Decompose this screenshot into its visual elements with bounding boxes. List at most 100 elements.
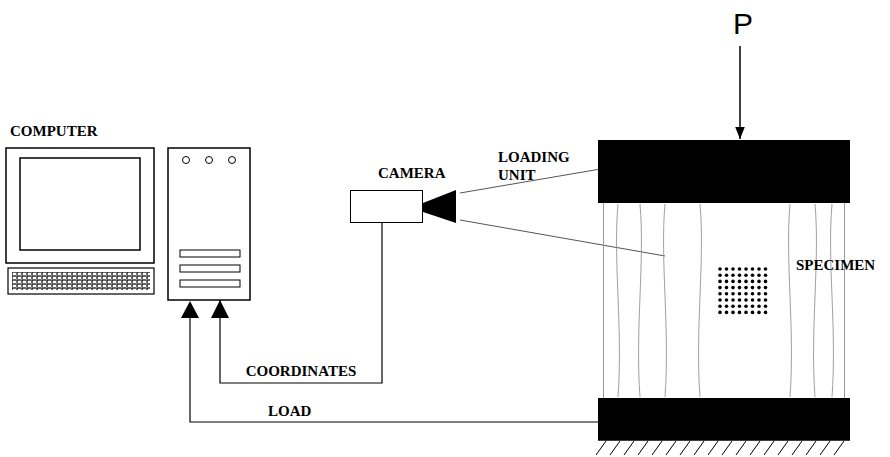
load-arrow [739, 46, 741, 139]
hatch-line [764, 441, 774, 455]
target-dot [718, 304, 722, 308]
target-dot [731, 273, 735, 277]
target-dot [744, 280, 748, 284]
signal-wire [220, 223, 382, 383]
hatch-line [736, 441, 746, 455]
hatch-line [820, 441, 830, 455]
wire-label: LOAD [266, 402, 313, 420]
target-dot [731, 286, 735, 290]
target-dot [738, 292, 742, 296]
grain-line [617, 204, 620, 397]
target-dot [738, 298, 742, 302]
target-dot [764, 304, 768, 308]
target-dot [757, 286, 761, 290]
target-dot [751, 273, 755, 277]
target-dot [725, 267, 729, 271]
target-dot [751, 280, 755, 284]
grain-line [699, 204, 702, 397]
target-dot [718, 273, 722, 277]
wire-arrowhead [181, 301, 199, 318]
target-dots [718, 267, 767, 314]
target-dot [764, 298, 768, 302]
target-dot [738, 286, 742, 290]
grain-line [639, 204, 642, 397]
target-dot [757, 267, 761, 271]
ground-hatching [596, 441, 844, 455]
target-dot [725, 273, 729, 277]
node-title: COMPUTER [10, 122, 98, 140]
base-block [598, 398, 850, 440]
target-dot [764, 292, 768, 296]
hatch-line [806, 441, 816, 455]
target-dot [751, 267, 755, 271]
target-dot [731, 304, 735, 308]
hatch-line [610, 441, 620, 455]
target-dot [751, 292, 755, 296]
grain-line [664, 204, 667, 397]
hatch-line [596, 441, 606, 455]
wire-label: COORDINATES [244, 362, 359, 380]
hatch-line [750, 441, 760, 455]
hatch-line [680, 441, 690, 455]
target-dot [738, 267, 742, 271]
ground-line [598, 439, 850, 441]
target-dot [757, 304, 761, 308]
target-dot [725, 298, 729, 302]
computer: COMPUTER [5, 148, 253, 300]
hatch-line [638, 441, 648, 455]
target-dot [751, 298, 755, 302]
target-dot [725, 304, 729, 308]
target-dot [744, 286, 748, 290]
target-dot [764, 286, 768, 290]
target-dot [751, 311, 755, 315]
target-dot [738, 280, 742, 284]
target-dot [718, 292, 722, 296]
target-dot [757, 311, 761, 315]
target-dot [744, 292, 748, 296]
hatch-line [834, 441, 844, 455]
view-line [460, 220, 665, 256]
target-dot [731, 311, 735, 315]
keyboard [8, 268, 154, 294]
monitor [6, 148, 154, 263]
target-dot [751, 304, 755, 308]
node-title: SPECIMEN [796, 256, 875, 274]
hatch-line [694, 441, 704, 455]
force-label: P [731, 6, 755, 42]
target-dot [731, 280, 735, 284]
grain-line [789, 204, 792, 397]
load-wire [190, 318, 598, 422]
target-dot [718, 286, 722, 290]
target-dot [725, 292, 729, 296]
target-dot [764, 267, 768, 271]
target-dot [744, 311, 748, 315]
camera-lens [423, 190, 456, 223]
target-dot [725, 280, 729, 284]
hatch-line [778, 441, 788, 455]
hatch-line [652, 441, 662, 455]
wood-grain [617, 204, 834, 397]
target-dot [738, 311, 742, 315]
target-dot [718, 311, 722, 315]
target-dot [718, 267, 722, 271]
target-dot [725, 311, 729, 315]
target-dot [731, 298, 735, 302]
target-dot [731, 267, 735, 271]
target-dot [764, 280, 768, 284]
node-title: LOADING UNIT [498, 148, 590, 184]
hatch-line [722, 441, 732, 455]
target-dot [744, 267, 748, 271]
target-dot [757, 280, 761, 284]
target-dot [764, 273, 768, 277]
target-dot [718, 280, 722, 284]
target-dot [757, 292, 761, 296]
hatch-line [708, 441, 718, 455]
target-dot [764, 311, 768, 315]
node-title: CAMERA [378, 164, 446, 182]
target-dot [751, 286, 755, 290]
target-dot [731, 292, 735, 296]
specimen: SPECIMEN [603, 203, 845, 398]
target-dot [757, 298, 761, 302]
